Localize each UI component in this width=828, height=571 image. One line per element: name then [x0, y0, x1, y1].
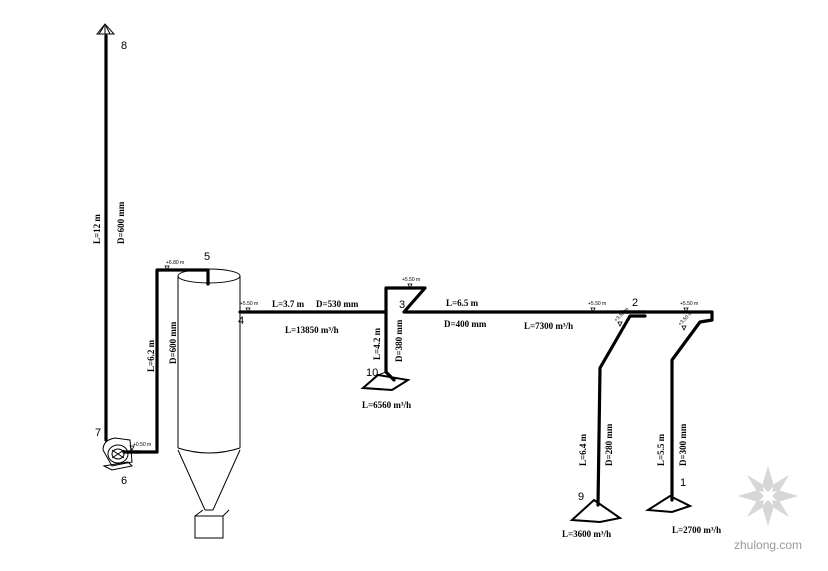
branch-9	[569, 310, 647, 524]
fan-diameter-label: D=600 mm	[168, 321, 178, 364]
dust-bin	[194, 515, 224, 539]
branch-10	[360, 310, 411, 392]
seg23-flow-label: L=7300 m³/h	[524, 321, 573, 331]
node-label-10: 10	[366, 367, 378, 379]
branch1-diameter-label: D=300 mm	[678, 423, 688, 466]
watermark-logo	[738, 466, 798, 526]
elev-node3: +5.50 m	[402, 277, 420, 283]
node-label-8: 8	[121, 40, 127, 52]
exhaust-stack	[95, 23, 116, 442]
seg23-length-label: L=6.5 m	[446, 298, 479, 308]
branch1-flow-label: L=2700 m³/h	[672, 525, 721, 535]
elev-node4: +5.50 m	[240, 301, 258, 307]
seg34-flow-label: L=13850 m³/h	[285, 325, 339, 335]
branch9-length-label: L=6.4 m	[578, 433, 588, 466]
node-label-2: 2	[632, 297, 638, 309]
branch10-length-label: L=4.2 m	[372, 327, 382, 360]
cyclone	[177, 268, 241, 539]
stack-length-label: L=12 m	[92, 214, 102, 244]
node-label-3: 3	[399, 299, 405, 311]
fan-length-label: L=6.2 m	[146, 339, 156, 372]
node-label-4: 4	[238, 315, 244, 327]
branch9-diameter-label: D=280 mm	[604, 423, 614, 466]
stack-diameter-label: D=600 mm	[116, 201, 126, 244]
branch-1	[643, 310, 714, 514]
seg34-diameter-label: D=530 mm	[316, 299, 359, 309]
seg23-diameter-label: D=400 mm	[444, 319, 487, 329]
watermark-text: zhulong.com	[734, 538, 802, 552]
node-label-5: 5	[204, 251, 210, 263]
fan-to-cyclone-pipe	[128, 268, 210, 454]
seg34-length-label: L=3.7 m	[272, 299, 305, 309]
elev-top-fan: +6.80 m	[166, 260, 184, 266]
elevation-markers	[129, 265, 689, 451]
node-label-9: 9	[578, 491, 584, 503]
elev-fan: +0.50 m	[133, 442, 151, 448]
elev-node2: +5.50 m	[588, 301, 606, 307]
node-label-6: 6	[121, 475, 127, 487]
elev-node1: +5.50 m	[680, 301, 698, 307]
branch1-length-label: L=5.5 m	[656, 433, 666, 466]
node-label-1: 1	[680, 477, 686, 489]
node-label-7: 7	[95, 427, 101, 439]
main-duct-3-2	[384, 286, 647, 314]
branch10-flow-label: L=6560 m³/h	[362, 400, 411, 410]
branch9-flow-label: L=3600 m³/h	[562, 529, 611, 539]
branch10-diameter-label: D=380 mm	[394, 319, 404, 362]
